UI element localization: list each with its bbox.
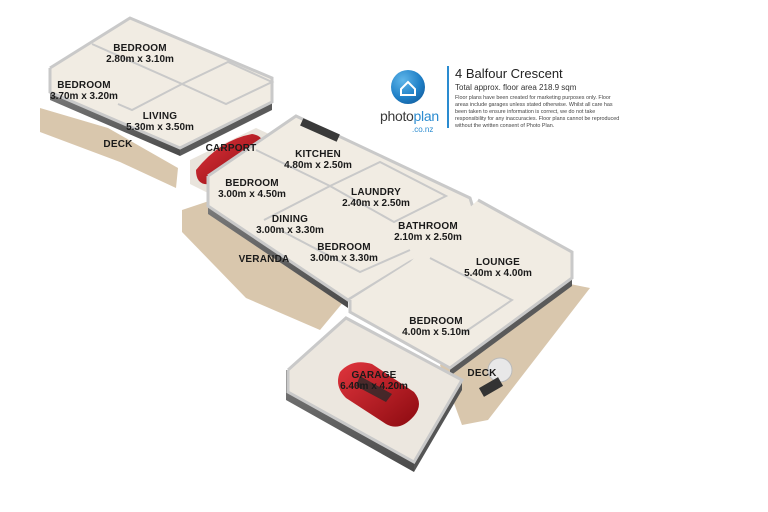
block-right-walltop <box>348 198 574 370</box>
garage-walltop <box>286 316 465 465</box>
room-name: DECK <box>103 139 133 150</box>
room-label-bedroom-4: BEDROOM 3.00m x 3.30m <box>304 242 384 264</box>
room-dims: 5.40m x 4.00m <box>464 268 532 279</box>
room-dims: 5.30m x 3.50m <box>126 122 194 133</box>
property-address: 4 Balfour Crescent <box>455 66 563 81</box>
total-floor-area: Total approx. floor area 218.9 sqm <box>455 83 577 92</box>
block-right-wall <box>450 278 572 376</box>
room-dims: 2.10m x 2.50m <box>394 232 462 243</box>
room-name: BATHROOM <box>398 221 458 232</box>
logo-word-plan: plan <box>413 108 440 124</box>
interior-walls-5 <box>279 229 411 274</box>
veranda-deck <box>182 192 345 330</box>
interior-walls-6 <box>429 257 514 335</box>
room-label-kitchen: KITCHEN 4.80m x 2.50m <box>278 149 358 171</box>
room-name: GARAGE <box>351 370 397 381</box>
house-icon <box>391 70 425 104</box>
room-label-bedroom-5: BEDROOM 4.00m x 5.10m <box>396 316 476 338</box>
room-name: DINING <box>271 214 309 225</box>
deck-table <box>478 377 504 397</box>
room-label-deck-left: DECK <box>96 139 140 150</box>
room-name: KITCHEN <box>295 149 341 160</box>
block-right-floor <box>350 200 572 368</box>
garage-wall-front <box>286 370 414 472</box>
block-middle-wall <box>208 206 348 308</box>
room-name: BEDROOM <box>113 43 167 54</box>
logo-wordmark: photoplan <box>380 108 439 124</box>
room-dims: 3.70m x 3.20m <box>50 91 118 102</box>
interior-walls-1 <box>91 43 185 112</box>
disclaimer: Floor plans have been created for market… <box>455 95 620 129</box>
room-label-bedroom-1: BEDROOM 2.80m x 3.10m <box>100 43 180 65</box>
room-name: BEDROOM <box>57 80 111 91</box>
room-label-veranda: VERANDA <box>232 254 296 265</box>
room-dims: 2.80m x 3.10m <box>106 54 174 65</box>
header-divider <box>447 66 449 128</box>
room-label-laundry: LAUNDRY 2.40m x 2.50m <box>336 187 416 209</box>
room-label-dining: DINING 3.00m x 3.30m <box>250 214 330 236</box>
room-name: VERANDA <box>238 254 290 265</box>
room-label-carport: CARPORT <box>198 143 264 154</box>
logo-suffix: .co.nz <box>412 125 434 134</box>
block-middle-floor <box>208 116 480 300</box>
room-dims: 4.80m x 2.50m <box>284 160 352 171</box>
room-label-garage: GARAGE 6.40m x 4.20m <box>334 370 414 392</box>
room-name: LAUNDRY <box>351 187 401 198</box>
room-name: BEDROOM <box>317 242 371 253</box>
room-dims: 6.40m x 4.20m <box>340 381 408 392</box>
room-label-bathroom: BATHROOM 2.10m x 2.50m <box>388 221 468 243</box>
room-name: BEDROOM <box>409 316 463 327</box>
room-name: DECK <box>467 368 497 379</box>
room-name: BEDROOM <box>225 178 279 189</box>
room-dims: 2.40m x 2.50m <box>342 198 410 209</box>
room-dims: 3.00m x 3.30m <box>256 225 324 236</box>
garage-car-windshield <box>356 376 392 402</box>
room-dims: 3.00m x 4.50m <box>218 189 286 200</box>
deck-right <box>440 282 590 425</box>
block-top-left-walltop <box>48 16 274 150</box>
logo-word-photo: photo <box>380 108 414 124</box>
room-label-deck-right: DECK <box>460 368 504 379</box>
block-top-left-wall <box>50 92 180 156</box>
interior-walls-4 <box>329 160 449 224</box>
deck-left <box>40 108 178 188</box>
photoplan-logo: photoplan .co.nz <box>380 70 442 140</box>
room-dims: 3.00m x 3.30m <box>310 253 378 264</box>
room-dims: 4.00m x 5.10m <box>402 327 470 338</box>
kitchen-counter <box>300 118 340 142</box>
block-top-left-wall2 <box>180 102 272 156</box>
house-glyph <box>400 80 416 96</box>
room-name: CARPORT <box>205 143 257 154</box>
room-label-lounge: LOUNGE 5.40m x 4.00m <box>458 257 538 279</box>
room-name: LIVING <box>142 111 178 122</box>
room-label-bedroom-3: BEDROOM 3.00m x 4.50m <box>212 178 292 200</box>
room-label-bedroom-2: BEDROOM 3.70m x 3.20m <box>44 80 124 102</box>
room-name: LOUNGE <box>476 257 520 268</box>
header-info: 4 Balfour Crescent Total approx. floor a… <box>455 66 625 130</box>
interior-walls-2 <box>181 60 275 106</box>
room-label-living: LIVING 5.30m x 3.50m <box>120 111 200 133</box>
